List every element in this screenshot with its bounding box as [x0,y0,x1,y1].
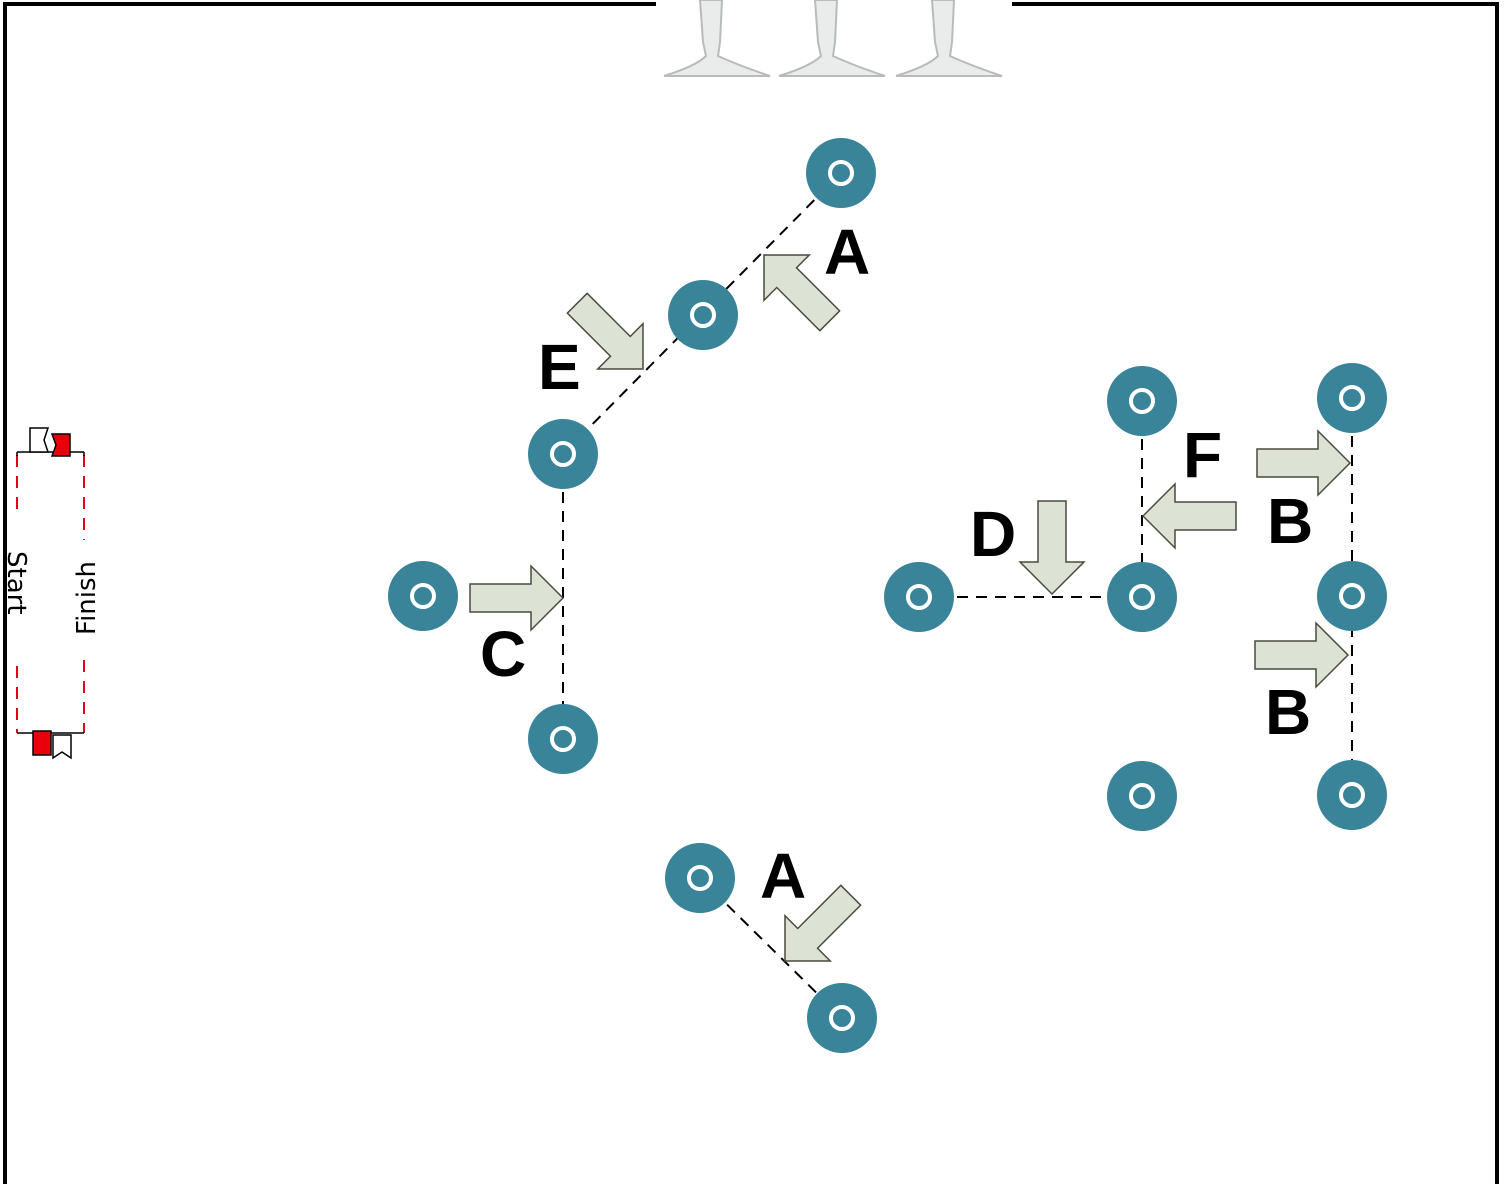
label-c: C [480,618,526,690]
pole-icon [884,562,954,632]
arrow-icon [1143,484,1236,548]
pole-icon [528,704,598,774]
pole-icon [1107,366,1177,436]
flag-icon [33,731,71,758]
arena-boundary [5,4,1497,1184]
pole-icon [668,280,738,350]
pole-icon [1317,363,1387,433]
pole-icon [1317,561,1387,631]
pole-icon [1107,761,1177,831]
start-label: Start [1,551,31,615]
pole-icon [665,843,735,913]
label-e: E [538,331,581,403]
arrow-icon [1020,501,1084,594]
label-a-bottom: A [760,840,806,912]
judges-stand-icon [664,0,1002,76]
finish-label: Finish [72,561,102,635]
label-b-upper: B [1267,485,1313,557]
label-b-lower: B [1265,676,1311,748]
pole-icon [1317,760,1387,830]
label-a-top: A [824,216,870,288]
start-finish-gate: Start Finish [1,428,102,758]
pole-icon [388,561,458,631]
pole-icon [528,419,598,489]
pole-icon [806,138,876,208]
pole-icon [1107,562,1177,632]
label-d: D [970,498,1016,570]
pole-icon [807,983,877,1053]
label-f: F [1183,419,1222,491]
